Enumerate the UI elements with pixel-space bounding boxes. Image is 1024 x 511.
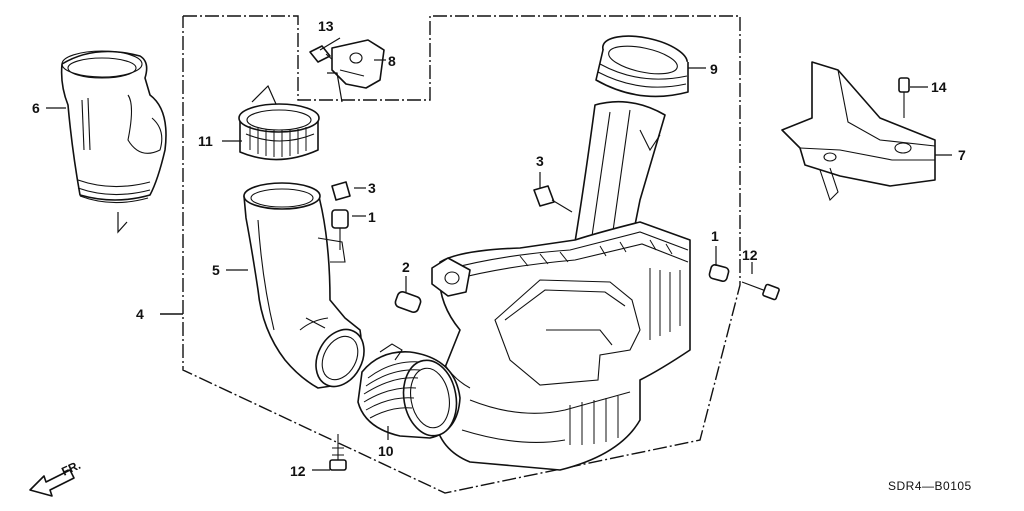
bracket-clip-part-8	[327, 39, 385, 103]
leader-lines	[46, 37, 952, 471]
callout-5: 5	[212, 262, 220, 278]
callout-12-bottom: 12	[290, 463, 306, 479]
callout-14: 14	[931, 79, 947, 95]
intake-duct-part-6	[60, 50, 167, 234]
fastener-collar-1-right	[708, 264, 730, 282]
bracket-part-7	[781, 61, 936, 202]
air-cleaner-housing	[431, 100, 691, 471]
callout-3-left: 3	[368, 180, 376, 196]
callout-12-right: 12	[742, 247, 758, 263]
callout-13: 13	[318, 18, 334, 34]
diagram-code: SDR4—B0105	[888, 479, 972, 493]
callout-6: 6	[32, 100, 40, 116]
callout-10: 10	[378, 443, 394, 459]
callout-1-right: 1	[711, 228, 719, 244]
callout-3-upper: 3	[536, 153, 544, 169]
joint-rubber-part-11	[238, 84, 320, 161]
callout-9: 9	[710, 61, 718, 77]
collar-part-9	[595, 35, 689, 98]
fastener-grommet-14	[898, 77, 910, 118]
fastener-bolt-12-bottom	[329, 434, 347, 471]
callout-7: 7	[958, 147, 966, 163]
fastener-bolt-12-right	[741, 281, 780, 301]
front-direction-label: FR.	[59, 458, 82, 479]
air-tube-part-5	[243, 182, 365, 389]
fastener-collar-2	[394, 290, 422, 314]
callout-11: 11	[198, 133, 213, 149]
joint-band-part-10	[357, 343, 461, 439]
fastener-washer-3-left	[331, 181, 351, 201]
callout-8: 8	[388, 53, 396, 69]
callout-2: 2	[402, 259, 410, 275]
assembly-group-outline	[160, 15, 741, 494]
callout-4: 4	[136, 306, 144, 322]
fastener-collar-1-left	[331, 209, 349, 250]
front-direction-arrow-icon: FR.	[29, 458, 83, 497]
callout-1-left: 1	[368, 209, 376, 225]
callout-labels: 13 8 9 14 6 11 7 3 3 1 1 5 2 12 4 10 12	[32, 18, 966, 479]
fastener-washer-3-right	[533, 185, 573, 213]
